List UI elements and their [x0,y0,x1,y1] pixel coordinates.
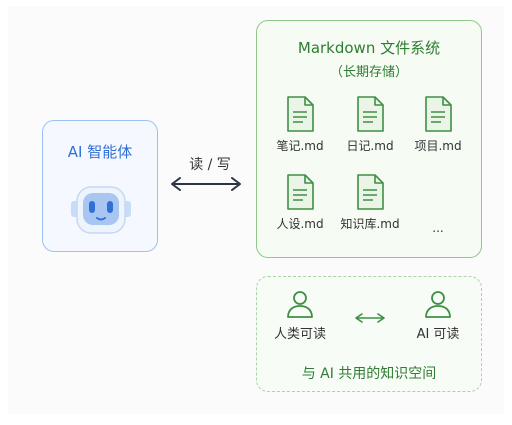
ai-readable-label: AI 可读 [416,327,460,342]
bidirectional-arrow-icon [171,177,241,191]
document-icon [287,96,314,132]
document-icon [357,96,384,132]
shared-space-box: 人类可读 AI 可读 与 AI 共用的知识空间 [256,276,482,392]
markdown-title: Markdown 文件系统 [297,39,441,57]
document-icon [357,174,384,210]
file-name: 笔记.md [276,139,324,153]
file-item: 日记.md [335,95,405,154]
diagram-canvas: AI 智能体 读 / 写 Markdown 文件系统 （长期存储） [8,6,504,414]
document-icon [425,96,452,132]
file-name: 日记.md [346,139,394,153]
more-files-ellipsis: ... [432,221,444,235]
person-icon [287,291,313,318]
shared-space-caption: 与 AI 共用的知识空间 [301,366,437,382]
robot-icon [71,186,131,234]
markdown-subtitle: （长期存储） [329,65,408,80]
ai-agent-box: AI 智能体 [42,120,158,252]
read-write-label: 读 / 写 [189,157,231,173]
file-item: 项目.md [403,95,473,154]
markdown-filesystem-box: Markdown 文件系统 （长期存储） 笔记.md 日记.md [256,20,482,258]
file-name: 知识库.md [340,217,400,231]
file-name: 项目.md [414,139,462,153]
ai-reader: AI 可读 [403,289,473,342]
file-item: 知识库.md [335,173,405,232]
ai-agent-title: AI 智能体 [67,143,133,161]
bidirectional-arrow-icon [355,313,385,323]
person-icon [425,291,451,318]
more-files: ... [403,217,473,235]
file-name: 人设.md [276,217,324,231]
file-item: 人设.md [265,173,335,232]
file-item: 笔记.md [265,95,335,154]
human-reader: 人类可读 [265,289,335,342]
document-icon [287,174,314,210]
human-readable-label: 人类可读 [273,327,326,342]
